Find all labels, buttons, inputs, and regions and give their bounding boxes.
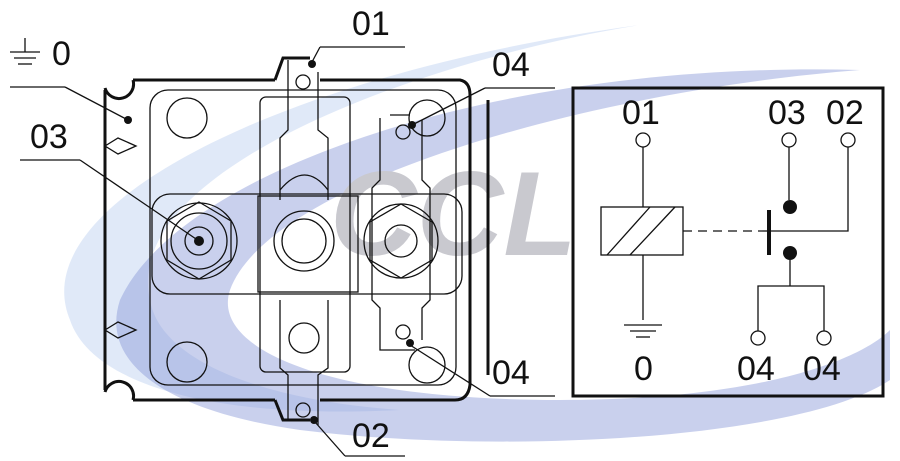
label-ground: 0 bbox=[52, 35, 71, 73]
label-terminal-03: 03 bbox=[30, 118, 68, 156]
schem-label-02: 02 bbox=[826, 94, 864, 132]
leader-lines bbox=[10, 46, 555, 457]
switch-contact-icon bbox=[750, 132, 856, 346]
label-terminal-04-top: 04 bbox=[492, 46, 530, 84]
schem-label-ground: 0 bbox=[634, 350, 653, 388]
label-terminal-01: 01 bbox=[352, 5, 390, 43]
schem-label-01: 01 bbox=[622, 94, 660, 132]
watermark-logo: CCL bbox=[64, 25, 890, 442]
label-terminal-04-bottom: 04 bbox=[492, 354, 530, 392]
schem-label-04-left: 04 bbox=[737, 350, 775, 388]
label-terminal-02: 02 bbox=[352, 417, 390, 455]
schem-label-04-right: 04 bbox=[803, 350, 841, 388]
schem-label-03: 03 bbox=[768, 94, 806, 132]
watermark-text: CCL bbox=[330, 147, 577, 281]
terminal-01-icon bbox=[635, 132, 651, 207]
ground-icon bbox=[624, 324, 662, 338]
ground-icon bbox=[10, 38, 40, 65]
schematic: 01 03 02 0 04 04 bbox=[571, 86, 885, 398]
terminal-view: 0 01 04 03 04 02 bbox=[10, 5, 555, 457]
relay-coil-icon bbox=[600, 206, 684, 256]
